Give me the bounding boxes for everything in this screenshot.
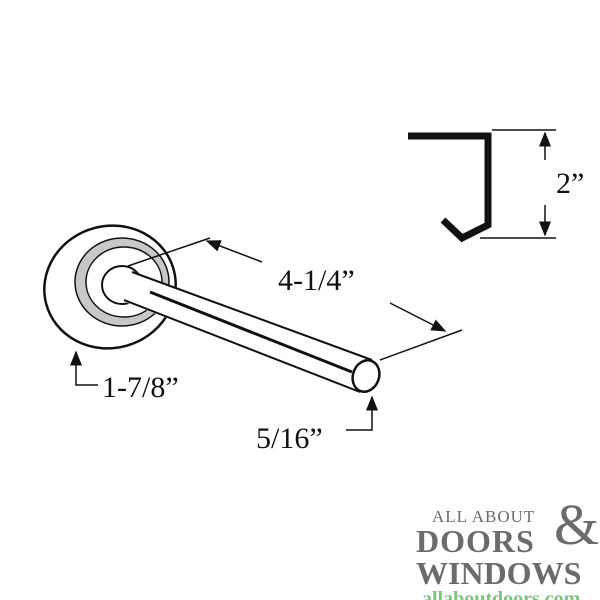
shaft-diameter-label: 5/16” [256,422,323,455]
logo-line-3: WINDOWS [416,555,582,591]
shaft-length-dimension: 4-1/4” [127,237,463,361]
brand-logo: & ALL ABOUT DOORS WINDOWS allaboutdoors.… [416,496,600,600]
logo-line-1: ALL ABOUT [432,507,536,526]
shaft-diameter-dimension: 5/16” [256,395,378,455]
logo-url: allaboutdoors.com [422,588,581,600]
shaft-length-label: 4-1/4” [278,264,355,297]
wheel-diameter-label: 1-7/8” [102,371,179,404]
logo-ampersand: & [554,492,600,557]
track-height-label: 2” [556,167,584,200]
roller-shaft [123,271,381,393]
logo-line-2: DOORS [416,523,535,559]
track-profile: 2” [408,129,584,243]
wheel-diameter-dimension: 1-7/8” [70,350,179,404]
